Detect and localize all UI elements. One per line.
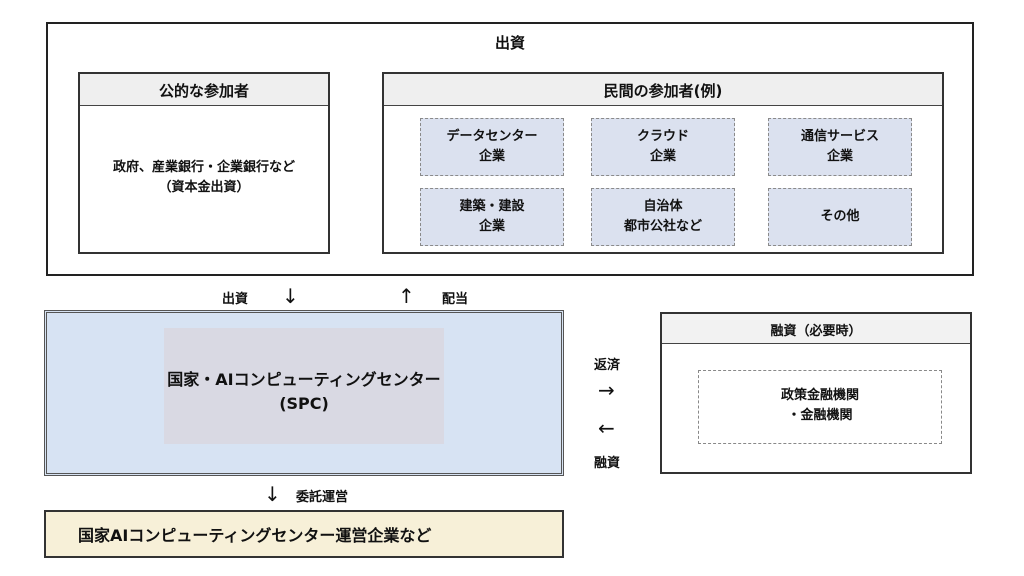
private-item-line2: 企業: [826, 149, 853, 164]
flow-consign-label: 委託運営: [296, 490, 349, 505]
flow-finance-label: 融資: [594, 456, 621, 471]
private-item-line1: 通信サービス: [800, 129, 879, 144]
private-item-telecom: 通信サービス 企業: [768, 118, 912, 176]
private-item-line1: データセンター: [446, 129, 538, 144]
operator-label: 国家AIコンピューティングセンター運営企業など: [78, 526, 432, 545]
private-item-line2: 都市公社など: [623, 219, 702, 234]
public-participants-line1: 政府、産業銀行・企業銀行など: [112, 160, 295, 175]
private-item-line2: 企業: [478, 219, 505, 234]
flow-invest-label: 出資: [222, 292, 249, 307]
private-item-datacenter: データセンター 企業: [420, 118, 564, 176]
private-item-line1: 建築・建設: [459, 199, 525, 214]
private-item-municipality: 自治体 都市公社など: [591, 188, 735, 246]
spc-label: 国家・AIコンピューティングセンター (SPC): [44, 368, 564, 416]
flow-repay-label: 返済: [594, 358, 621, 373]
public-participants-header: 公的な参加者: [158, 82, 249, 100]
financing-line1: 政策金融機関: [780, 388, 859, 403]
arrow-down-icon: ↓: [264, 482, 281, 506]
private-item-line1: クラウド: [636, 129, 689, 144]
spc-inner-panel: [164, 328, 444, 444]
private-item-line2: 企業: [478, 149, 505, 164]
financing-institutions: 政策金融機関 ・金融機関: [698, 386, 942, 426]
arrow-down-icon: ↓: [282, 284, 299, 308]
spc-line2: (SPC): [279, 394, 329, 413]
financing-header-bg: [662, 314, 970, 344]
private-item-line1: その他: [820, 209, 860, 224]
arrow-left-icon: ←: [598, 416, 615, 440]
public-participants-line2: （資本金出資）: [158, 180, 250, 195]
private-item-construction: 建築・建設 企業: [420, 188, 564, 246]
operator-box: [44, 510, 564, 558]
spc-line1: 国家・AIコンピューティングセンター: [167, 370, 441, 389]
private-participants-header: 民間の参加者(例): [603, 82, 723, 100]
financing-header: 融資（必要時）: [770, 324, 862, 339]
financing-inner-box: [698, 370, 942, 444]
private-item-cloud: クラウド 企業: [591, 118, 735, 176]
arrow-up-icon: ↑: [398, 284, 415, 308]
private-participants-header-bg: [384, 74, 942, 106]
public-participants-header-bg: [80, 74, 328, 106]
investment-title: 出資: [494, 34, 525, 52]
public-participants-body: 政府、産業銀行・企業銀行など （資本金出資）: [80, 158, 328, 198]
financing-line2: ・金融機関: [787, 408, 853, 423]
private-item-other: その他: [768, 188, 912, 246]
flow-dividend-label: 配当: [442, 292, 469, 307]
arrow-right-icon: →: [598, 378, 615, 402]
private-item-line2: 企業: [649, 149, 676, 164]
private-item-line1: 自治体: [643, 199, 683, 214]
